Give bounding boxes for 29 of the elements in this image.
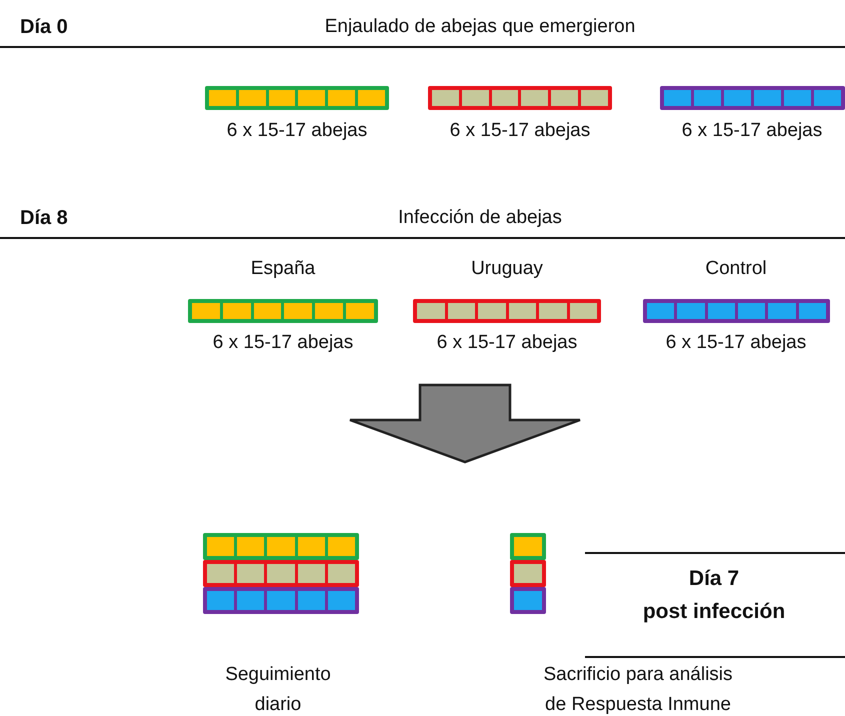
cage-caption: 6 x 15-17 abejas xyxy=(450,120,590,142)
cage-bar xyxy=(510,587,546,614)
cage-bar xyxy=(203,533,359,560)
day-heading: Día 0 xyxy=(20,16,68,39)
outcome-text: Seguimiento diario xyxy=(224,663,332,716)
cage-bar xyxy=(203,587,359,614)
day-heading: Día 7 xyxy=(688,567,740,591)
day-heading: post infección xyxy=(642,600,786,624)
cage-caption: 6 x 15-17 abejas xyxy=(436,332,578,354)
cage-bar xyxy=(428,86,612,110)
cage-bar xyxy=(413,299,601,323)
outcome-text: Sacrificio para análisis de Respuesta Inmune xyxy=(542,663,734,716)
cage-bar xyxy=(188,299,378,323)
cage-caption: 6 x 15-17 abejas xyxy=(682,120,822,142)
step-heading: Infección de abejas xyxy=(398,207,562,229)
cage-bar xyxy=(643,299,830,323)
cage-bar xyxy=(205,86,389,110)
cage-caption: 6 x 15-17 abejas xyxy=(226,120,368,142)
cage-bar xyxy=(203,560,359,587)
day-heading: Día 8 xyxy=(20,207,68,230)
cage-bar xyxy=(510,533,546,560)
cage-caption: Uruguay xyxy=(471,258,543,280)
cage-caption: 6 x 15-17 abejas xyxy=(212,332,354,354)
cage-caption: 6 x 15-17 abejas xyxy=(666,332,806,354)
cage-caption: España xyxy=(250,258,316,280)
cage-bar xyxy=(660,86,845,110)
cage-bar xyxy=(510,560,546,587)
step-heading: Enjaulado de abejas que emergieron xyxy=(324,16,636,38)
cage-caption: Control xyxy=(705,258,767,280)
